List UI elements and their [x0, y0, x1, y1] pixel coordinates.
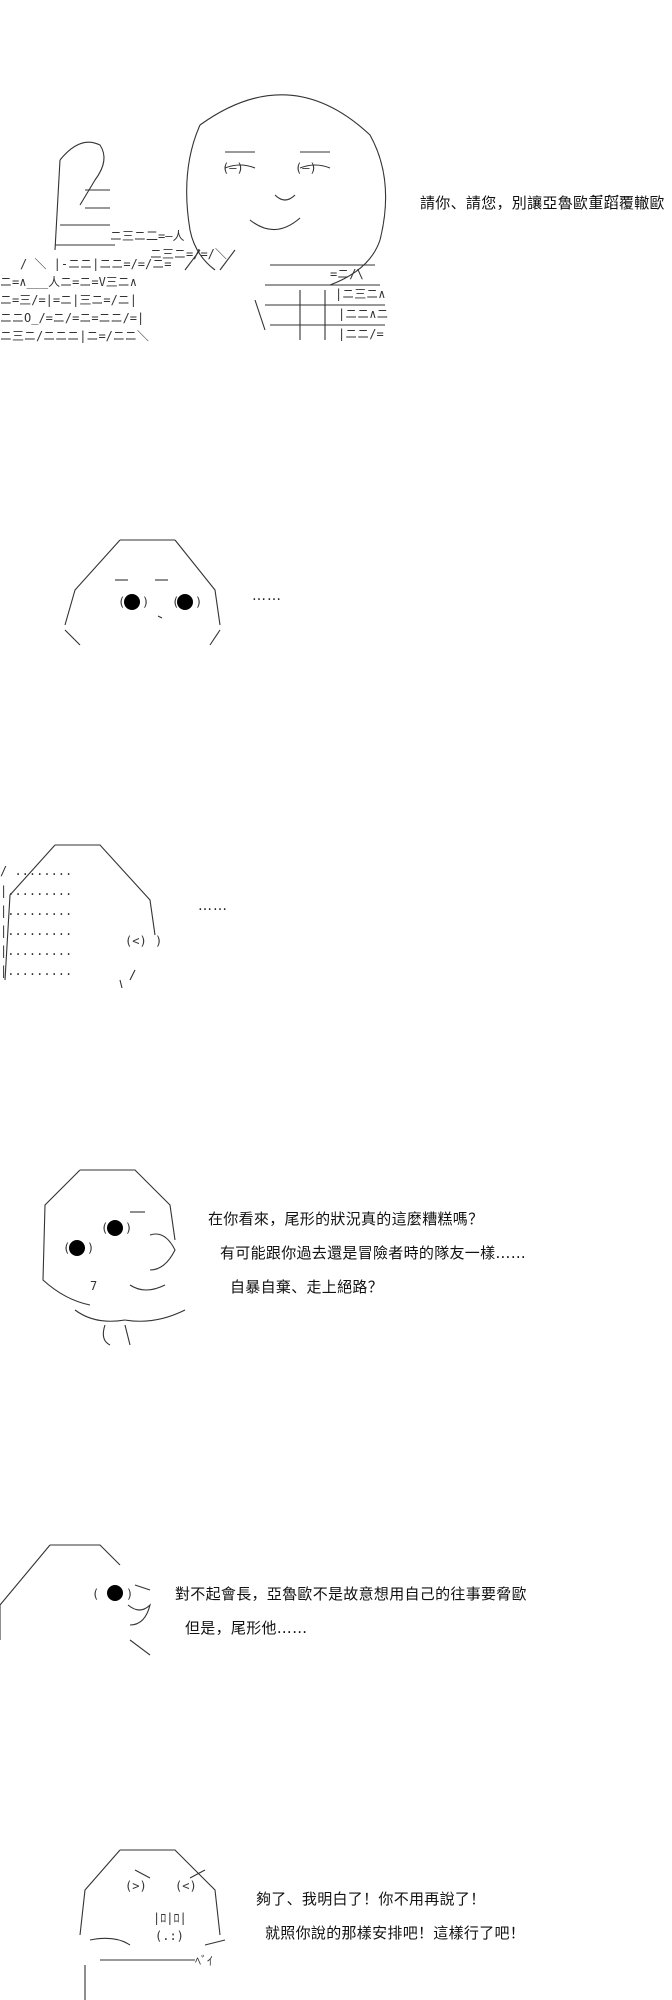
svg-text:(.:): (.:)	[155, 1929, 184, 1943]
svg-text:ニ三ニ/ニニニ|ニ=/ニニ＼: ニ三ニ/ニニニ|ニ=/ニニ＼	[0, 329, 149, 343]
svg-text:): )	[155, 934, 162, 948]
annoyed-character-ascii-art: (>) (<) |ﾛ|ﾛ| (.:) ﾍﾞｲ	[79, 1849, 226, 2000]
two-characters-ascii-art: (—) (—) =ニ/\ |ニ三ニ∧ |ニニ∧ニ |ニニ/= / ＼ |-ニニ|…	[0, 94, 388, 343]
ellipsis: ……	[252, 588, 282, 604]
svg-text:ニ三ニ=/=/＼: ニ三ニ=/=/＼	[150, 247, 227, 261]
panel-2: () () ……	[0, 520, 672, 660]
svg-text:|.........: |.........	[0, 884, 72, 898]
panel-4: () () 7 在你看來，尾形的狀況真的這麼糟糕嗎？ 有可能跟你過去還是冒險者時…	[0, 1160, 672, 1360]
svg-text:): )	[125, 1221, 132, 1235]
ellipsis-dots: ．．．．	[590, 185, 629, 201]
svg-text:): )	[126, 1587, 133, 1601]
svg-text:(—): (—)	[222, 161, 244, 175]
svg-text:7: 7	[90, 1279, 97, 1293]
svg-text:|.........: |.........	[0, 904, 72, 918]
panel-6: (>) (<) |ﾛ|ﾛ| (.:) ﾍﾞｲ 夠了、我明白了！你不用再說了！ 就…	[0, 1840, 672, 2000]
svg-text:): )	[195, 595, 202, 609]
svg-text:(: (	[118, 595, 125, 609]
svg-text:/ ........: / ........	[0, 864, 72, 878]
ellipsis: ……	[198, 898, 228, 914]
dialogue-line: 在你看來，尾形的狀況真的這麼糟糕嗎？	[208, 1210, 484, 1228]
svg-text:ﾍﾞｲ: ﾍﾞｲ	[195, 1954, 213, 1968]
svg-text:ニ=∧___人ニ=ニ=V三ニ∧: ニ=∧___人ニ=ニ=V三ニ∧	[0, 275, 137, 289]
dialogue-line: 就照你說的那樣安排吧！這樣行了吧！	[265, 1924, 526, 1942]
side-character-ascii-art: ( )	[0, 1544, 152, 1656]
svg-text:|.........: |.........	[0, 944, 72, 958]
svg-text:(: (	[92, 1587, 99, 1601]
svg-text:(>): (>)	[125, 1879, 147, 1893]
svg-text:(: (	[63, 1241, 70, 1255]
svg-text:=ニ/\: =ニ/\	[330, 267, 364, 281]
dialogue-line: 夠了、我明白了！你不用再說了！	[256, 1890, 486, 1908]
svg-text:|ニニ∧ニ: |ニニ∧ニ	[338, 307, 388, 321]
turned-character-ascii-art: / ........ |......... |......... |......…	[0, 844, 162, 989]
svg-text:ニ=三/=|=ニ|三ニ=/ニ|: ニ=三/=|=ニ|三ニ=/ニ|	[0, 293, 137, 307]
svg-text:): )	[142, 595, 149, 609]
dialogue-line: 對不起會長，亞魯歐不是故意想用自己的往事要脅歐	[175, 1585, 527, 1603]
svg-text:|.........: |.........	[0, 924, 72, 938]
svg-text:(—): (—)	[295, 161, 317, 175]
worried-character-ascii-art: () () 7	[42, 1169, 186, 1346]
dialogue-line: 有可能跟你過去還是冒險者時的隊友一樣……	[220, 1244, 527, 1262]
dialogue-line: 自暴自棄、走上絕路？	[230, 1278, 384, 1296]
svg-text:|ニ三ニ∧: |ニ三ニ∧	[335, 287, 385, 301]
svg-text:(<): (<)	[125, 934, 147, 948]
dialogue-line: 請你、請您，別讓亞魯歐重蹈覆轍歐	[420, 194, 665, 212]
panel-3: / ........ |......... |......... |......…	[0, 840, 672, 990]
svg-text:(: (	[101, 1221, 108, 1235]
round-character-ascii-art: () ()	[64, 539, 221, 646]
svg-text:|.........: |.........	[0, 964, 72, 978]
svg-text:/ ＼ |-ニニ|ニニ=/=/ニ=: / ＼ |-ニニ|ニニ=/=/ニ=	[20, 257, 171, 271]
panel-1: (—) (—) =ニ/\ |ニ三ニ∧ |ニニ∧ニ |ニニ/= / ＼ |-ニニ|…	[0, 40, 672, 360]
svg-text:|ﾛ|ﾛ|: |ﾛ|ﾛ|	[153, 1911, 187, 1925]
panel-5: ( ) 對不起會長，亞魯歐不是故意想用自己的往事要脅歐 但是，尾形他……	[0, 1530, 672, 1680]
svg-text:ニ三ニ二=—人: ニ三ニ二=—人	[110, 229, 184, 243]
dialogue-line: 但是，尾形他……	[185, 1619, 308, 1637]
svg-text:|ニニ/=: |ニニ/=	[338, 327, 384, 341]
svg-text:ニニO_/=ニ/=ニ=ニニ/=|: ニニO_/=ニ/=ニ=ニニ/=|	[0, 311, 144, 325]
svg-text:(: (	[172, 595, 179, 609]
svg-text:): )	[87, 1241, 94, 1255]
svg-text:(<): (<)	[175, 1879, 197, 1893]
